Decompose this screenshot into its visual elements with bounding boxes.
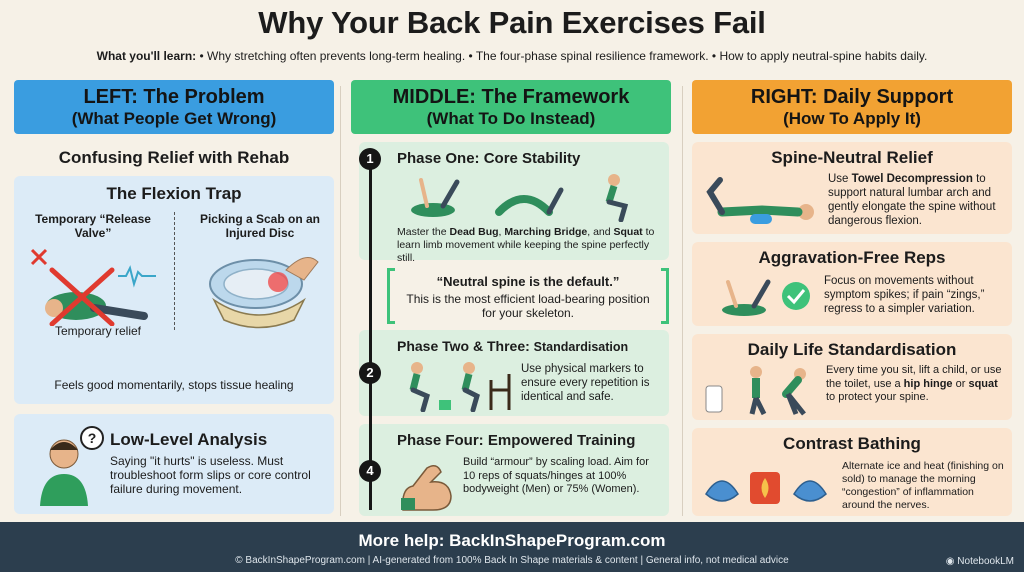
- quote-text: This is the most efficient load-bearing …: [406, 292, 650, 320]
- contrast-bathing-text: Alternate ice and heat (finishing on sol…: [842, 460, 1004, 511]
- daily-life-title: Daily Life Standardisation: [747, 340, 957, 359]
- release-valve-label: Temporary “Release Valve”: [35, 212, 151, 240]
- header: Why Your Back Pain Exercises Fail What y…: [0, 0, 1024, 72]
- phase-two-three-title: Phase Two & Three: Standardisation: [397, 338, 628, 354]
- hip-hinge-bold: hip hinge: [903, 377, 953, 390]
- learn-label: What you'll learn:: [96, 49, 197, 63]
- dashed-divider: [174, 212, 175, 330]
- left-head-line2: (What People Get Wrong): [71, 109, 277, 128]
- dead-bug-check-illustration: [722, 279, 810, 316]
- learn-text: • Why stretching often prevents long-ter…: [199, 49, 928, 63]
- daily-text-a: Every time you sit, lift a child, or use…: [826, 364, 1002, 390]
- towel-decompression-bold: Towel Decompression: [851, 173, 973, 185]
- ice-heat-packs-icon: [705, 472, 827, 504]
- daily-text-b: or: [952, 377, 969, 390]
- towel-decompression-illustration: [706, 177, 814, 224]
- quote-bracket-left: [387, 268, 395, 324]
- injured-disc-illustration: [209, 257, 319, 329]
- phase-one-number: 1: [359, 148, 381, 170]
- spine-neutral-relief-card: Spine-Neutral Relief Use Towel Decompres…: [692, 142, 1012, 234]
- phase-two-three-text: Use physical markers to ensure every rep…: [521, 363, 650, 403]
- phase-one-card: Phase One: Core Stability Master the Dea…: [359, 142, 669, 264]
- left-column-header: LEFT: The Problem (What People Get Wrong…: [14, 80, 334, 134]
- phase-four-card: Phase Four: Empowered Training Build “ar…: [359, 424, 669, 516]
- middle-column: MIDDLE: The Framework (What To Do Instea…: [351, 80, 671, 520]
- notebooklm-label: NotebookLM: [957, 556, 1014, 567]
- daily-life-text: Every time you sit, lift a child, or use…: [826, 364, 1008, 405]
- aggravation-free-text: Focus on movements without symptom spike…: [824, 275, 985, 315]
- phase-one-text-d: to learn limb movement while keeping the…: [397, 226, 655, 264]
- flexion-trap-card: The Flexion Trap Temporary “Release Valv…: [14, 176, 334, 404]
- column-divider: [340, 86, 341, 516]
- core-stability-exercises-illustration: [411, 174, 629, 222]
- phase-four-title: Phase Four: Empowered Training: [397, 432, 636, 449]
- squat-bold-right: squat: [968, 377, 998, 390]
- phase-one-text-a: Master the: [397, 226, 450, 238]
- temporary-relief-label: Temporary relief: [54, 324, 142, 338]
- squat-bold: Squat: [613, 226, 643, 238]
- towel-text-a: Use: [828, 173, 852, 185]
- phase-two-three-title-b: Standardisation: [533, 340, 629, 354]
- phase-four-text: Build “armour” by scaling load. Aim for …: [463, 456, 649, 495]
- more-help-link[interactable]: More help: BackInShapeProgram.com: [358, 531, 666, 550]
- phase-timeline: [369, 150, 372, 510]
- flexed-arm-icon: [401, 465, 452, 511]
- scab-label: Picking a Scab on an Injured Disc: [199, 212, 321, 240]
- quote-bracket-right: [661, 268, 669, 324]
- question-mark: ?: [88, 430, 97, 446]
- phase-one-text-c: , and: [587, 226, 614, 238]
- daily-text-c: to protect your spine.: [826, 391, 929, 403]
- phase-two-number: 2: [359, 362, 381, 384]
- middle-column-header: MIDDLE: The Framework (What To Do Instea…: [351, 80, 671, 134]
- footer-fine-print: © BackInShapeProgram.com | AI-generated …: [235, 555, 789, 566]
- page-title: Why Your Back Pain Exercises Fail: [258, 5, 766, 40]
- phase-two-three-title-a: Phase Two & Three:: [397, 338, 534, 354]
- low-level-analysis-text: Saying "it hurts" is useless. Must troub…: [110, 454, 311, 496]
- learn-line: What you'll learn: • Why stretching ofte…: [0, 49, 1024, 63]
- phase-one-title: Phase One: Core Stability: [397, 150, 581, 167]
- confused-person-icon: ?: [40, 426, 104, 506]
- left-column: LEFT: The Problem (What People Get Wrong…: [14, 80, 334, 520]
- dead-bug-bold: Dead Bug: [449, 226, 499, 238]
- daily-life-card: Daily Life Standardisation Every time yo…: [692, 334, 1012, 420]
- aggravation-free-title: Aggravation-Free Reps: [758, 248, 946, 267]
- contrast-bathing-title: Contrast Bathing: [783, 434, 921, 453]
- right-head-line1: RIGHT: Daily Support: [750, 86, 954, 108]
- towel-text-b: to support natural lumbar arch and gentl…: [828, 173, 996, 227]
- flexion-trap-title: The Flexion Trap: [106, 184, 242, 203]
- phase-two-three-card: Phase Two & Three: Standardisation Use p…: [359, 330, 669, 416]
- standardisation-illustration: [409, 362, 511, 412]
- middle-head-line2: (What To Do Instead): [426, 109, 596, 128]
- footer: More help: BackInShapeProgram.com © Back…: [0, 522, 1024, 572]
- flexion-caption: Feels good momentarily, stops tissue hea…: [54, 378, 294, 392]
- spine-neutral-relief-text: Use Towel Decompression to support natur…: [828, 172, 1006, 228]
- right-head-line2: (How To Apply It): [783, 109, 921, 128]
- daily-life-illustration: [705, 366, 806, 416]
- phase-one-text-b: ,: [498, 226, 505, 238]
- aggravation-free-card: Aggravation-Free Reps Focus on movements…: [692, 242, 1012, 326]
- right-column-header: RIGHT: Daily Support (How To Apply It): [692, 80, 1012, 134]
- neutral-spine-quote: “Neutral spine is the default.” This is …: [387, 268, 669, 324]
- low-level-analysis-title: Low-Level Analysis: [110, 430, 268, 449]
- middle-head-line1: MIDDLE: The Framework: [392, 86, 630, 108]
- column-divider: [682, 86, 683, 516]
- spine-neutral-relief-title: Spine-Neutral Relief: [771, 148, 933, 167]
- flexion-stretch-illustration: [30, 248, 156, 326]
- marching-bridge-bold: Marching Bridge: [504, 226, 588, 238]
- phase-four-number: 4: [359, 460, 381, 482]
- quote-headline: “Neutral spine is the default.”: [436, 274, 620, 289]
- left-section-title: Confusing Relief with Rehab: [58, 148, 290, 167]
- right-column: RIGHT: Daily Support (How To Apply It) S…: [692, 80, 1012, 520]
- phase-one-text: Master the Dead Bug, Marching Bridge, an…: [397, 226, 663, 265]
- contrast-bathing-card: Contrast Bathing Alternate ice and heat …: [692, 428, 1012, 516]
- left-head-line1: LEFT: The Problem: [83, 86, 265, 108]
- notebooklm-brand: ◉ NotebookLM: [945, 556, 1014, 567]
- low-level-analysis-card: ? Low-Level Analysis Saying "it hurts" i…: [14, 414, 334, 514]
